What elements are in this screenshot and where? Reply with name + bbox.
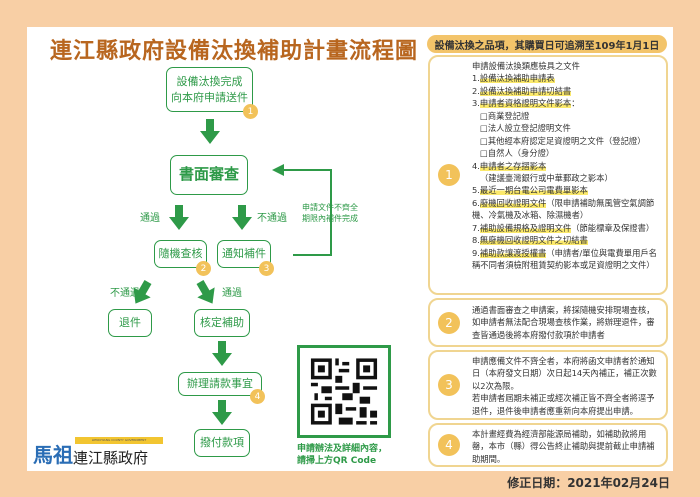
note-box-3: 3 申請應備文件不齊全者，本府將函文申請者於通知日（本府發文日期）次日起14天內… <box>428 350 668 420</box>
document-item: 4.申請者之存摺影本 <box>472 160 547 171</box>
qr-code[interactable] <box>297 345 391 438</box>
note-text: 申請應備文件不齊全者，本府將函文申請者於通知日（本府發文日期）次日起14天內補正… <box>472 356 657 416</box>
step-review: 書面審查 <box>170 155 248 195</box>
document-item: 3.申請者資格證明文件影本： <box>472 98 580 109</box>
note-number: 1 <box>438 164 460 186</box>
note-number: 3 <box>438 374 460 396</box>
arrow-down-icon <box>212 341 232 366</box>
logo-mark: 馬祖 <box>33 443 73 467</box>
note-number: 4 <box>438 434 460 456</box>
loop-note: 申請文件不齊全期限內補件完成 <box>302 203 358 224</box>
label-fail: 不通過 <box>257 213 287 224</box>
step-submit: 設備汰換完成向本府申請送件 <box>166 67 253 112</box>
document-item: 6.廢機回收證明文件（限申請補助無風管空氣調節機、冷氣機及冰箱、除濕機者） <box>472 197 655 221</box>
arrow-down-icon <box>232 205 252 230</box>
note-text: 本計畫經費為經濟部能源局補助，如補助款將用罄，本市（縣）得公告終止補助與提前截止… <box>472 429 655 464</box>
document-item: □法人設立登記證明文件 <box>480 123 571 134</box>
document-item: （建議臺灣銀行或中華郵政之影本） <box>480 172 613 183</box>
page-title: 連江縣政府設備汰換補助計畫流程圖 <box>50 39 419 64</box>
qr-code-icon <box>310 358 378 425</box>
step-badge: 3 <box>259 261 274 276</box>
county-logo: 馬祖 LIENCHIANG COUNTY GOVERNMENT 連江縣政府 <box>33 437 163 467</box>
step-reject: 退件 <box>108 309 152 337</box>
arrow-left-icon <box>272 164 284 176</box>
arrow-down-icon <box>191 277 222 309</box>
note-box-4: 4 本計畫經費為經濟部能源局補助，如補助款將用罄，本市（縣）得公告終止補助與提前… <box>428 423 668 467</box>
note-text: 通過書面審查之申請案，將採隨機安排現場查核，如申請者無法配合現場查核作業，將辦理… <box>472 305 655 340</box>
label-fail: 不通過 <box>110 288 140 299</box>
note-box-2: 2 通過書面審查之申請案，將採隨機安排現場查核，如申請者無法配合現場查核作業，將… <box>428 298 668 347</box>
step-claim: 辦理請款事宜 <box>178 372 262 396</box>
arrow-down-icon <box>200 119 220 144</box>
revision-date: 修正日期：2021年02月24日 <box>507 476 670 490</box>
step-random-check: 隨機查核 <box>154 240 207 268</box>
label-pass: 通過 <box>140 213 160 224</box>
document-item: 8.無廢機回收證明文件之切結書 <box>472 235 588 246</box>
document-item: □商業登記證 <box>480 110 530 121</box>
step-pay: 撥付款項 <box>194 429 250 457</box>
arrow-down-icon <box>212 400 232 425</box>
note-number: 2 <box>438 312 460 334</box>
step-badge: 4 <box>250 389 265 404</box>
logo-english: LIENCHIANG COUNTY GOVERNMENT <box>75 437 163 444</box>
items-header: 設備汰換之品項，其購買日可追溯至109年1月1日 <box>427 35 667 53</box>
document-item: 7.補助設備規格及證明文件（節能標章及保證書） <box>472 222 655 233</box>
label-pass: 通過 <box>222 288 242 299</box>
step-badge: 2 <box>196 261 211 276</box>
document-item: □其他經本府認定足資證明之文件（登記證） <box>480 135 646 146</box>
qr-caption: 申請辦法及詳細內容，請掃上方QR Code <box>297 444 388 467</box>
document-intro: 申請設備汰換類應檢具之文件 <box>472 61 580 71</box>
step-badge: 1 <box>243 104 258 119</box>
arrow-down-icon <box>169 205 189 230</box>
document-item: 5.最近一期台電公司電費單影本 <box>472 185 588 196</box>
logo-name: 連江縣政府 <box>73 449 149 467</box>
document-item: 2.設備汰換補助申請切結書 <box>472 85 572 96</box>
document-item: 1.設備汰換補助申請表 <box>472 73 555 84</box>
document-item: □自然人（身分證） <box>480 148 555 159</box>
loop-line <box>282 169 332 256</box>
document-item: 9.補助款讓渡授權書（申請者/單位與電費單用戶名稱不同者須檢附租賃契約影本或足資… <box>472 247 657 270</box>
step-approve: 核定補助 <box>194 309 250 337</box>
